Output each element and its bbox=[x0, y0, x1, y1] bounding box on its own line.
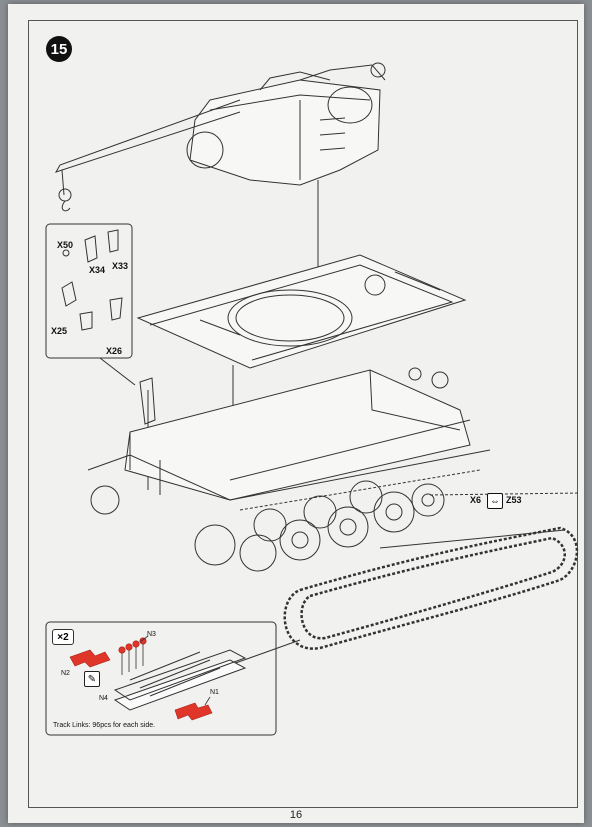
inset-box-small-parts bbox=[45, 223, 133, 359]
road-wheels-drawing bbox=[90, 480, 445, 572]
pen-icon: ✎ bbox=[84, 671, 100, 687]
part-label-x50: X50 bbox=[57, 240, 74, 250]
part-label-x6: X6 bbox=[470, 495, 482, 505]
highlighted-parts-drawing bbox=[69, 637, 213, 721]
page-frame bbox=[28, 20, 578, 808]
turret-drawing bbox=[54, 62, 386, 212]
part-label-x34: X34 bbox=[89, 265, 106, 275]
part-label-n4: N4 bbox=[99, 695, 108, 702]
track-loop-drawing bbox=[283, 526, 579, 650]
track-links-drawing bbox=[113, 649, 247, 711]
hull-top-plate-drawing bbox=[136, 254, 467, 369]
small-parts-drawing bbox=[61, 229, 156, 425]
track-links-note: Track Links: 96pcs for each side. bbox=[53, 722, 156, 729]
part-label-z53: Z53 bbox=[506, 495, 522, 505]
part-label-n1: N1 bbox=[210, 689, 219, 696]
inset-box-track-links bbox=[45, 621, 277, 736]
part-label-x26: X26 bbox=[106, 346, 123, 356]
part-label-n3: N3 bbox=[147, 631, 156, 638]
part-label-x25: X25 bbox=[51, 326, 68, 336]
step-number-badge: 15 bbox=[46, 36, 72, 62]
part-label-x33: X33 bbox=[112, 261, 129, 271]
page-number: 16 bbox=[289, 809, 303, 821]
hull-body-drawing bbox=[87, 367, 491, 501]
part-label-n2: N2 bbox=[61, 670, 70, 677]
double-arrow-icon: ⇔ bbox=[487, 493, 503, 509]
quantity-multiplier: ×2 bbox=[52, 629, 74, 645]
